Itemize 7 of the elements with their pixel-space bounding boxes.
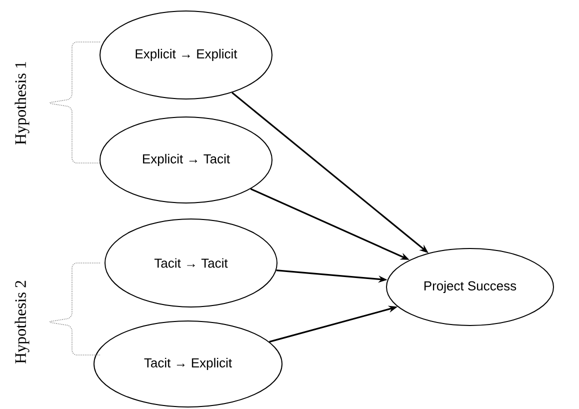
oval-node: Tacit → Explicit: [94, 320, 282, 408]
oval-node: Explicit → Tacit: [100, 116, 272, 204]
oval-node: Project Success: [386, 248, 554, 326]
oval-node: Tacit → Tacit: [104, 218, 278, 308]
hypothesis-label: Hypothesis 2: [14, 280, 30, 364]
hypothesis-label: Hypothesis 1: [14, 62, 30, 145]
oval-node: Explicit → Explicit: [100, 10, 272, 100]
